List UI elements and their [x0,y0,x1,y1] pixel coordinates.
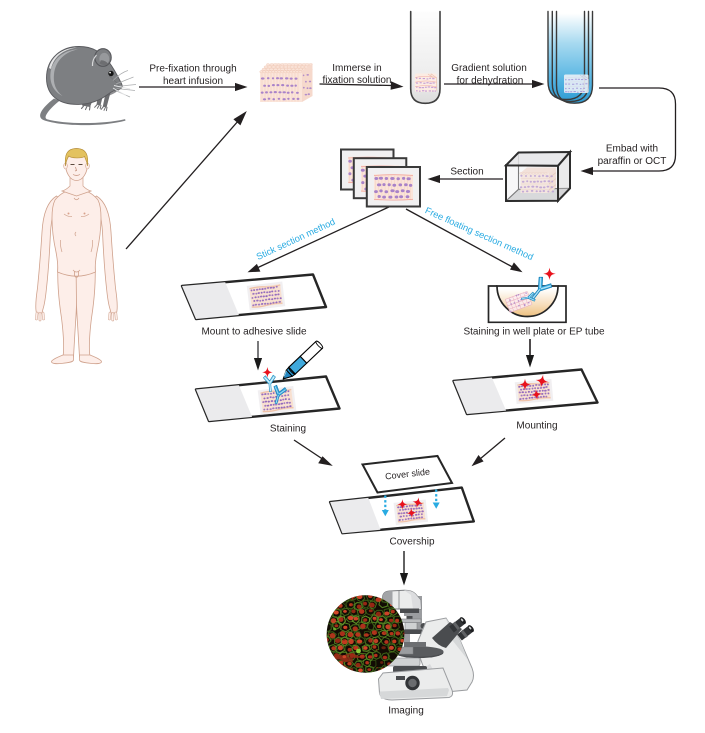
svg-text:Imaging: Imaging [388,706,424,717]
svg-text:Free floating section method: Free floating section method [424,205,535,262]
svg-text:Embad with: Embad with [606,144,658,155]
svg-text:Staining: Staining [270,424,306,435]
svg-text:fixation solution: fixation solution [323,75,392,86]
svg-text:Gradient solution: Gradient solution [451,63,527,74]
svg-text:Stick section method: Stick section method [255,217,337,262]
svg-text:Mount to adhesive slide: Mount to adhesive slide [201,327,307,338]
svg-text:Section: Section [450,167,483,178]
svg-text:Covership: Covership [389,537,434,548]
svg-text:Pre-fixation through: Pre-fixation through [149,64,236,75]
svg-text:Immerse in: Immerse in [332,63,381,74]
svg-text:Staining in well plate or EP t: Staining in well plate or EP tube [463,327,604,338]
svg-text:paraffin or OCT: paraffin or OCT [598,156,667,167]
svg-text:for dehydration: for dehydration [457,76,524,87]
svg-text:Mounting: Mounting [516,421,557,432]
svg-text:heart infusion: heart infusion [163,76,223,87]
